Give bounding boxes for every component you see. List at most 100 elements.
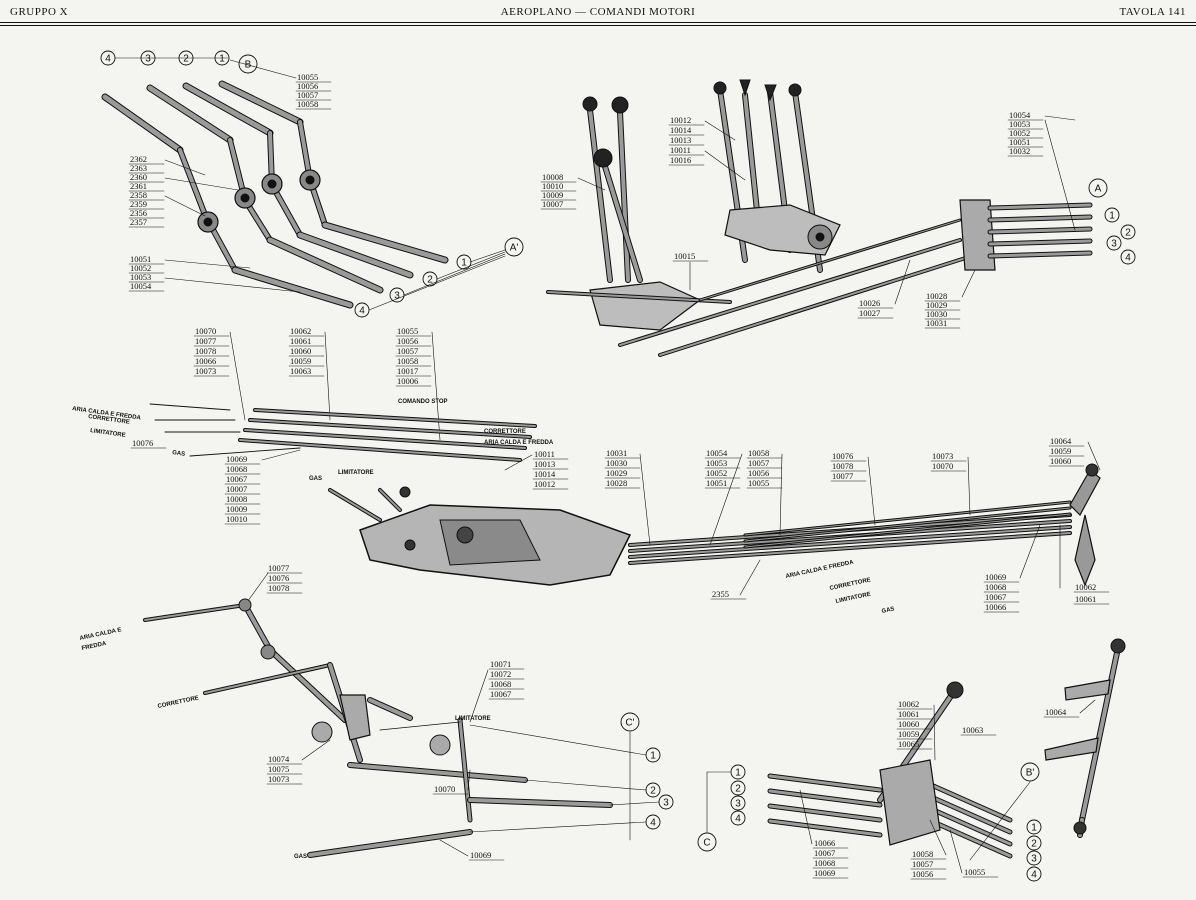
long-rod-2-fill: [659, 254, 976, 356]
part-number-10012: 10012: [534, 479, 555, 489]
leader-line: [1044, 119, 1076, 231]
lever-knob: [611, 96, 629, 114]
part-number-10069: 10069: [226, 454, 247, 464]
part-number-10015: 10015: [674, 251, 695, 261]
rod-b4-fill: [102, 94, 183, 153]
part-number-10006: 10006: [397, 376, 418, 386]
part-number-10075: 10075: [268, 764, 289, 774]
marker-bp-3: 3: [735, 799, 741, 810]
part-number-10067: 10067: [814, 848, 835, 858]
marker-bp-r4: 4: [1031, 870, 1037, 881]
part-number-10057: 10057: [748, 458, 769, 468]
part-number-10027: 10027: [859, 308, 880, 318]
marker-bp-4-ring: [730, 810, 746, 826]
part-number-10062: 10062: [1075, 582, 1096, 592]
part-number-10028: 10028: [926, 291, 947, 301]
leader-line: [709, 453, 743, 546]
leader-line: [779, 453, 783, 536]
part-number-2355: 2355: [712, 589, 729, 599]
leader-lines: [706, 771, 731, 833]
leader-line: [261, 449, 301, 461]
leader-line: [867, 456, 876, 526]
pipe-bundle-upper-fill: [744, 501, 1071, 536]
part-number-10068: 10068: [490, 679, 511, 689]
part-number-10060: 10060: [898, 719, 919, 729]
label-limitatore-3: LIMITATORE: [835, 592, 871, 605]
leader-line: [467, 769, 471, 791]
part-number-10073: 10073: [195, 366, 216, 376]
lever-knob: [582, 96, 598, 112]
part-number-10051: 10051: [130, 254, 151, 264]
lever-knob: [713, 81, 727, 95]
leader-line: [949, 829, 963, 874]
label-gas: GAS: [172, 450, 186, 458]
marker-cp-3: 3: [663, 798, 669, 809]
part-number-10059: 10059: [1050, 446, 1071, 456]
part-number-10067: 10067: [490, 689, 511, 699]
plate-number: TAVOLA 141: [1119, 6, 1186, 18]
bprime-rod-in-fill: [768, 819, 882, 837]
part-number-10057: 10057: [297, 90, 318, 100]
rod-lower-1-fill: [322, 222, 448, 263]
marker-cp-1: 1: [650, 751, 656, 762]
cprime-rod-short-fill: [368, 698, 412, 720]
leader-line: [1079, 699, 1096, 714]
part-number-10062: 10062: [898, 699, 919, 709]
part-number-10052: 10052: [706, 468, 727, 478]
rod-b1-fill: [219, 81, 303, 125]
output-rod-fill: [988, 251, 1092, 258]
part-number-10074: 10074: [268, 754, 290, 764]
header-rule-2: [0, 25, 1196, 26]
throttle-lever-2-fill: [618, 110, 630, 282]
cable-aria-fill: [144, 604, 246, 621]
part-number-10056: 10056: [297, 81, 318, 91]
part-number-10055: 10055: [748, 478, 769, 488]
leader-line: [244, 572, 269, 606]
part-number-2358: 2358: [130, 190, 147, 200]
label-aria-calda-e: ARIA CALDA E: [79, 627, 122, 642]
housing-bolt: [404, 539, 416, 551]
part-number-10069: 10069: [814, 868, 835, 878]
leader-line: [967, 456, 971, 516]
part-number-2360: 2360: [130, 172, 147, 182]
cprime-lever-2-fill: [268, 648, 347, 722]
leader-line: [164, 195, 206, 217]
knob: [399, 486, 411, 498]
pipe-bundle-fill: [629, 532, 1071, 564]
marker-a-3: 3: [1111, 239, 1117, 250]
label-correttore: CORRETTORE: [88, 414, 130, 426]
part-number-10052: 10052: [1009, 128, 1030, 138]
part-number-10009: 10009: [542, 190, 563, 200]
part-number-10076: 10076: [268, 573, 289, 583]
marker-a-2: 2: [1125, 228, 1131, 239]
part-number-10030: 10030: [926, 309, 947, 319]
pivot: [267, 179, 277, 189]
part-number-10014: 10014: [670, 125, 692, 135]
marker-bp-2: 2: [735, 784, 741, 795]
marker-a1-3: 3: [394, 291, 400, 302]
leader-line: [229, 331, 246, 421]
leader-line: [961, 269, 976, 298]
part-number-10058: 10058: [397, 356, 418, 366]
part-number-10060: 10060: [290, 346, 311, 356]
leader-line: [229, 59, 297, 79]
leader-line: [469, 669, 489, 723]
marker-a-4-ring: [1120, 249, 1136, 265]
part-number-10058: 10058: [912, 849, 933, 859]
label-fredda: FREDDA: [81, 641, 107, 652]
leader-line: [439, 839, 469, 857]
cprime-rod-4-fill: [308, 830, 472, 857]
label-gas-3: GAS: [881, 606, 895, 615]
leader-line: [324, 331, 331, 421]
part-number-10032: 10032: [1009, 146, 1030, 156]
marker-a-1-ring: [1104, 207, 1120, 223]
marker-a1-1-ring: [456, 254, 472, 270]
marker-a-3-ring: [1106, 235, 1122, 251]
marker-bp-r1-ring: [1026, 819, 1042, 835]
label-aria-calda-fredda-3: ARIA CALDA E FREDDA: [785, 560, 855, 580]
marker-bp-r2: 2: [1031, 839, 1037, 850]
part-number-10067: 10067: [985, 592, 1006, 602]
pipe-bundle-upper-fill: [744, 507, 1071, 542]
leader-line: [164, 259, 251, 269]
marker-c-prime-ring: [620, 712, 640, 732]
